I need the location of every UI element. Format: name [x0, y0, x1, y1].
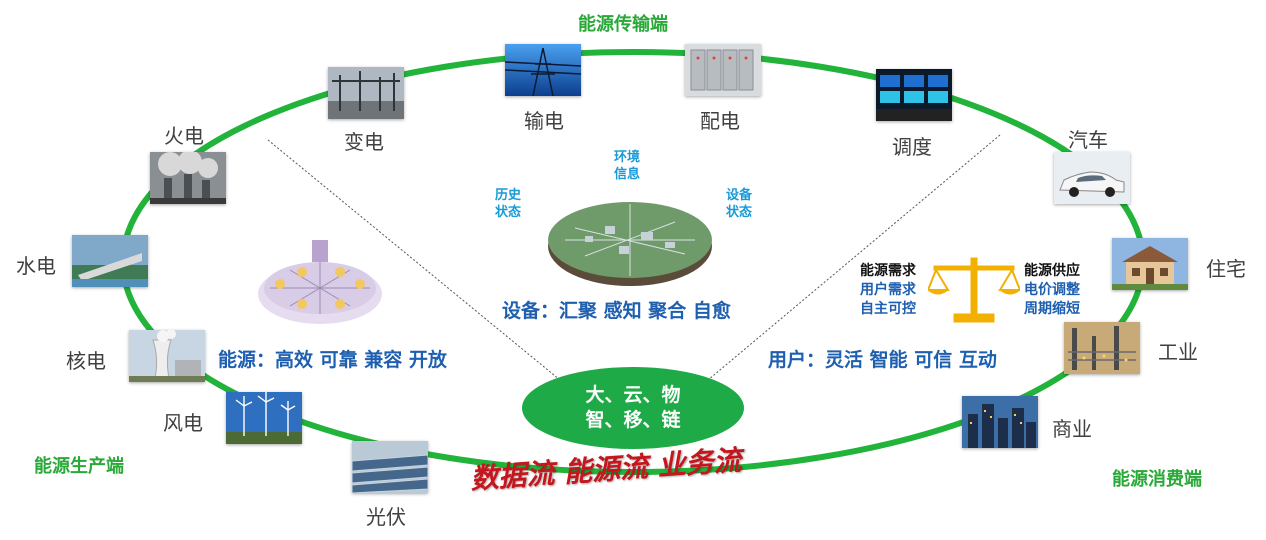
residential-label: 住宅	[1206, 257, 1246, 281]
thermal-label: 火电	[164, 124, 204, 148]
hydro-photo	[72, 235, 148, 287]
hub-line2: 智、移、链	[585, 409, 681, 431]
nuclear-label: 核电	[66, 349, 106, 373]
supply-line2: 周期缩短	[1024, 301, 1080, 317]
device-state-line2: 状态	[726, 205, 753, 220]
supply-block: 能源供应 电价调整 周期缩短	[1024, 262, 1080, 319]
demand-block: 能源需求 用户需求 自主可控	[860, 262, 916, 319]
supply-line1: 电价调整	[1024, 282, 1080, 298]
dispatch-photo	[876, 69, 952, 121]
zone-production: 能源生产端	[34, 456, 124, 477]
history-state-label: 历史 状态	[495, 187, 521, 221]
thermal-photo	[150, 152, 226, 204]
solar-label: 光伏	[366, 505, 406, 529]
zone-transmission: 能源传输端	[578, 14, 668, 35]
transmission-photo	[505, 44, 581, 96]
dispatch-label: 调度	[892, 135, 932, 159]
industry-label: 工业	[1158, 340, 1198, 364]
car-label: 汽车	[1068, 128, 1108, 152]
substation-label: 变电	[344, 130, 384, 154]
device-slogan: 设备：汇聚 感知 聚合 自愈	[502, 300, 731, 322]
commerce-label: 商业	[1052, 417, 1092, 441]
left-connector-line	[267, 139, 561, 381]
wind-label: 风电	[163, 411, 203, 435]
smart-grid-island-illustration	[545, 196, 715, 288]
history-state-line1: 历史	[495, 188, 522, 203]
demand-line2: 自主可控	[860, 301, 916, 317]
residential-photo	[1112, 238, 1188, 290]
device-state-line1: 设备	[726, 188, 753, 203]
distribution-label: 配电	[700, 109, 740, 133]
env-info-line2: 信息	[614, 167, 641, 182]
hydro-label: 水电	[16, 254, 56, 278]
demand-line1: 用户需求	[860, 282, 916, 298]
zone-consumption: 能源消费端	[1112, 469, 1202, 490]
right-connector-line	[707, 134, 1001, 381]
car-photo	[1054, 152, 1130, 204]
balance-scale-icon	[926, 256, 1022, 324]
device-state-label: 设备 状态	[726, 187, 752, 221]
hub-line1: 大、云、物	[585, 384, 681, 406]
history-state-line2: 状态	[495, 205, 522, 220]
nuclear-photo	[129, 330, 205, 382]
substation-photo	[328, 67, 404, 119]
wind-photo	[226, 392, 302, 444]
technology-hub: 大、云、物 智、移、链	[522, 367, 744, 449]
supply-title: 能源供应	[1024, 263, 1080, 279]
user-slogan: 用户：灵活 智能 可信 互动	[768, 349, 997, 371]
energy-network-illustration	[250, 232, 390, 332]
industry-photo	[1064, 322, 1140, 374]
demand-title: 能源需求	[860, 263, 916, 279]
transmission-label: 输电	[524, 109, 564, 133]
env-info-label: 环境 信息	[614, 149, 640, 183]
solar-photo	[352, 441, 428, 493]
energy-slogan: 能源：高效 可靠 兼容 开放	[218, 349, 447, 371]
commerce-photo	[962, 396, 1038, 448]
env-info-line1: 环境	[614, 150, 641, 165]
distribution-photo	[685, 44, 761, 96]
